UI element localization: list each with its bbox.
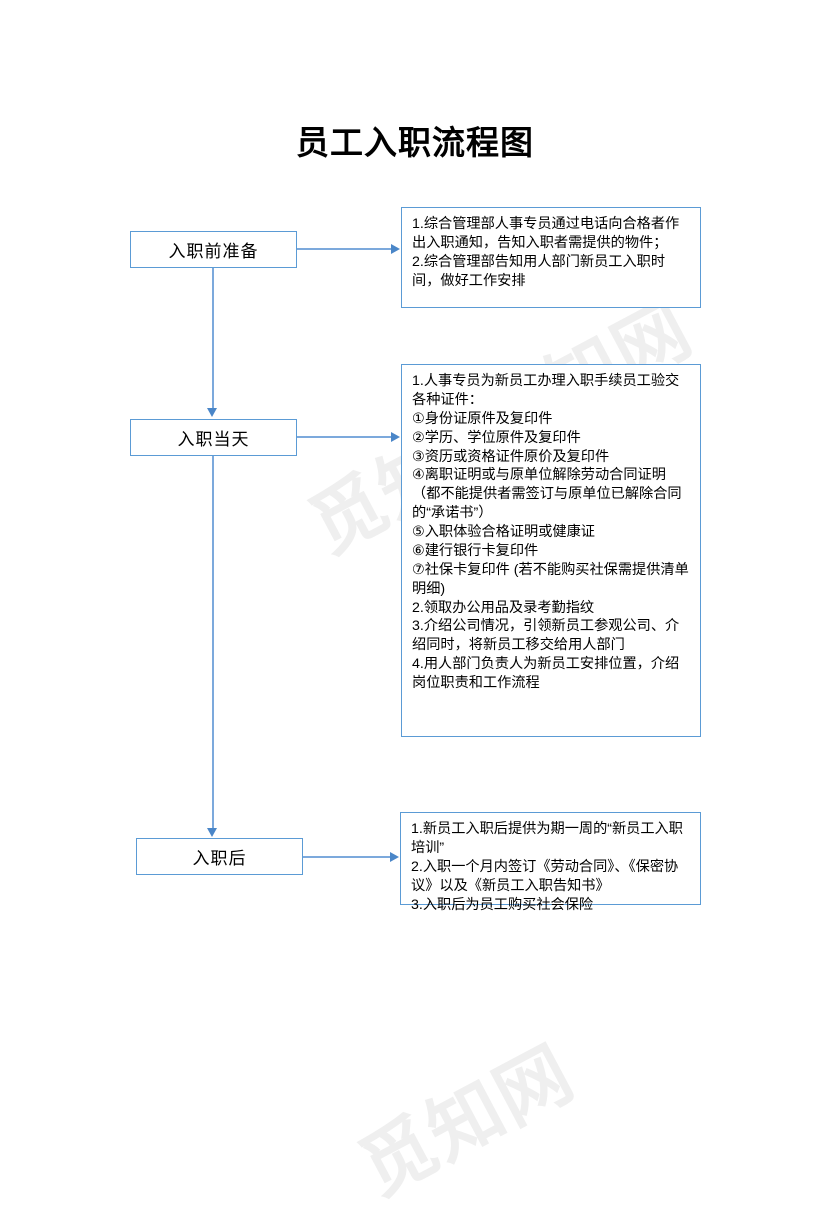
connector-line-stage3-to-detail3 — [303, 856, 392, 858]
connector-line-stage2-to-stage3 — [212, 456, 214, 830]
flow-node-label: 入职后 — [192, 849, 247, 868]
page-title: 员工入职流程图 — [296, 124, 534, 161]
flow-node-label: 入职当天 — [177, 430, 250, 449]
arrowhead-down-stage2 — [207, 408, 217, 417]
flow-node-label: 入职前准备 — [168, 242, 259, 261]
flow-detail-post-onboarding: 1.新员工入职后提供为期一周的“新员工入职培训” 2.入职一个月内签订《劳动合同… — [400, 812, 701, 913]
flow-detail-pre-onboarding: 1.综合管理部人事专员通过电话向合格者作出入职通知，告知入职者需提供的物件； 2… — [401, 207, 701, 308]
flow-node-post-onboarding[interactable]: 入职后 — [136, 838, 303, 875]
watermark: 觅知网 — [346, 1030, 587, 1211]
flow-node-pre-onboarding[interactable]: 入职前准备 — [130, 231, 297, 268]
arrowhead-right-detail1 — [391, 243, 400, 254]
arrowhead-right-detail3 — [390, 851, 399, 862]
arrowhead-right-detail2 — [391, 431, 400, 442]
connector-line-stage2-to-detail2 — [297, 436, 393, 438]
connector-line-stage1-to-stage2 — [212, 268, 214, 410]
flow-detail-onboarding-day: 1.人事专员为新员工办理入职手续员工验交各种证件： ①身份证原件及复印件 ②学历… — [401, 364, 701, 737]
connector-line-stage1-to-detail1 — [297, 248, 393, 250]
arrowhead-down-stage3 — [207, 828, 217, 837]
flow-node-onboarding-day[interactable]: 入职当天 — [130, 419, 297, 456]
